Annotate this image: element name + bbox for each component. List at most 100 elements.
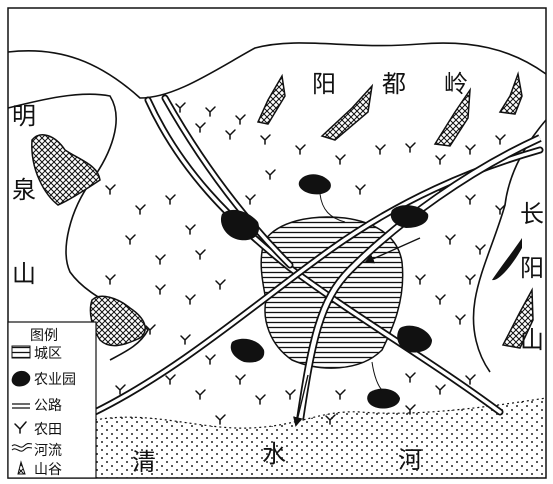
- farmland-symbol: [405, 404, 416, 415]
- farmland-symbol: [465, 144, 476, 155]
- orchard-shape: [298, 174, 331, 195]
- legend-farmland-label: 农田: [34, 422, 62, 438]
- ridge-lens: [492, 238, 522, 281]
- farmland-symbol: [105, 274, 116, 285]
- farmland-symbol: [335, 154, 346, 165]
- farmland-symbol: [205, 354, 216, 365]
- farmland-symbol: [285, 389, 296, 400]
- legend-title: 图例: [30, 328, 58, 344]
- farmland-symbol: [235, 114, 246, 125]
- farmland-symbol: [245, 194, 256, 205]
- label-mountain-east-2: 阳: [520, 254, 544, 282]
- farmland-symbol: [255, 394, 266, 405]
- label-mountain-north-2: 都: [382, 70, 406, 98]
- farmland-symbol: [205, 106, 216, 117]
- legend-orchard-symbol: [11, 370, 31, 387]
- farmland-symbol: [225, 129, 236, 140]
- place-labels: 阳 都 岭 明 泉 山 长 阳 山 清 水 河: [12, 70, 544, 476]
- legend-valley-symbol: [17, 460, 26, 475]
- farmland-symbol: [465, 274, 476, 285]
- mountain-boundary-east: [472, 119, 547, 373]
- farmland-symbol: [415, 274, 426, 285]
- farmland-symbol: [180, 334, 191, 345]
- farmland-symbol: [465, 374, 476, 385]
- orchard-shape: [230, 338, 265, 363]
- farmland-symbol: [105, 184, 116, 195]
- legend-river-label: 河流: [34, 443, 62, 459]
- legend: 图例 城区 农业园 公路 农田 河流 山谷: [7, 321, 97, 479]
- legend-highway-label: 公路: [34, 398, 62, 414]
- legend-valley-label: 山谷: [34, 462, 62, 478]
- farmland-symbol: [215, 279, 226, 290]
- river: [293, 134, 542, 427]
- farmland-symbol: [235, 374, 246, 385]
- farmland-symbol: [465, 194, 476, 205]
- farmland-symbol: [145, 324, 156, 335]
- valley-shape: [256, 73, 286, 125]
- label-mountain-north-1: 阳: [312, 70, 336, 98]
- valley-shape: [501, 287, 534, 349]
- legend-farmland-symbol: [14, 421, 27, 434]
- farmland-symbol: [295, 144, 306, 155]
- farmland-symbol: [175, 102, 186, 113]
- label-mountain-west-3: 山: [12, 260, 36, 288]
- farmland-symbol: [435, 384, 446, 395]
- label-river-3: 河: [398, 446, 422, 474]
- farmland-symbol: [155, 284, 166, 295]
- farmland-symbol: [325, 414, 336, 425]
- farmland-symbol: [355, 184, 366, 195]
- valley-shape: [498, 71, 523, 115]
- legend-orchard-label: 农业园: [34, 372, 76, 388]
- orchard-shape: [390, 205, 429, 228]
- orchard-link: [319, 193, 346, 223]
- label-mountain-east-1: 长: [520, 200, 544, 228]
- orchard-shape: [397, 325, 432, 353]
- orchard-shape: [220, 209, 260, 241]
- mountain-boundary-west: [7, 93, 149, 361]
- valley-shape: [320, 83, 374, 141]
- farmland-symbol: [185, 224, 196, 235]
- farmland-symbol: [125, 234, 136, 245]
- legend-city-symbol: [11, 345, 31, 359]
- farmland-symbol: [195, 389, 206, 400]
- label-river-2: 水: [262, 440, 286, 468]
- farmland-symbol: [405, 142, 416, 153]
- farmland-symbol: [185, 294, 196, 305]
- valley-shape: [433, 87, 471, 147]
- farmland-symbol: [445, 234, 456, 245]
- legend-city-label: 城区: [34, 346, 62, 362]
- mountain-ridge-north: [7, 42, 547, 99]
- farmland-symbol: [115, 384, 126, 395]
- farmland-symbol: [495, 134, 506, 145]
- farmland-symbol: [435, 154, 446, 165]
- farmland-symbol: [455, 314, 466, 325]
- label-mountain-west-2: 泉: [12, 176, 36, 204]
- orchard-link: [371, 361, 383, 391]
- farmland-symbol: [405, 372, 416, 383]
- legend-river-symbol: [11, 442, 33, 452]
- legend-highway-symbol: [12, 403, 30, 409]
- farmland-symbol: [260, 134, 271, 145]
- orchards: [220, 174, 432, 409]
- farmland-symbol: [215, 414, 226, 425]
- label-mountain-east-3: 山: [520, 326, 544, 354]
- farmland-symbol: [165, 194, 176, 205]
- farmland-symbol: [135, 204, 146, 215]
- farmland-symbol: [435, 294, 446, 305]
- river-bank-area: [95, 398, 546, 478]
- valleys: [31, 71, 534, 349]
- label-mountain-west-1: 明: [12, 102, 36, 130]
- highway-north-branch: [161, 94, 294, 269]
- farmland-symbol: [155, 254, 166, 265]
- farmland-symbol: [475, 244, 486, 255]
- farmland-symbol: [165, 374, 176, 385]
- label-river-1: 清: [132, 448, 156, 476]
- farmland-symbol: [335, 389, 346, 400]
- farmland-symbol: [375, 144, 386, 155]
- farmland-symbol: [495, 204, 506, 215]
- farmland-symbol: [265, 169, 276, 180]
- valley-shape: [31, 134, 101, 206]
- farmland-symbol: [195, 122, 206, 133]
- farmland-symbol: [195, 249, 206, 260]
